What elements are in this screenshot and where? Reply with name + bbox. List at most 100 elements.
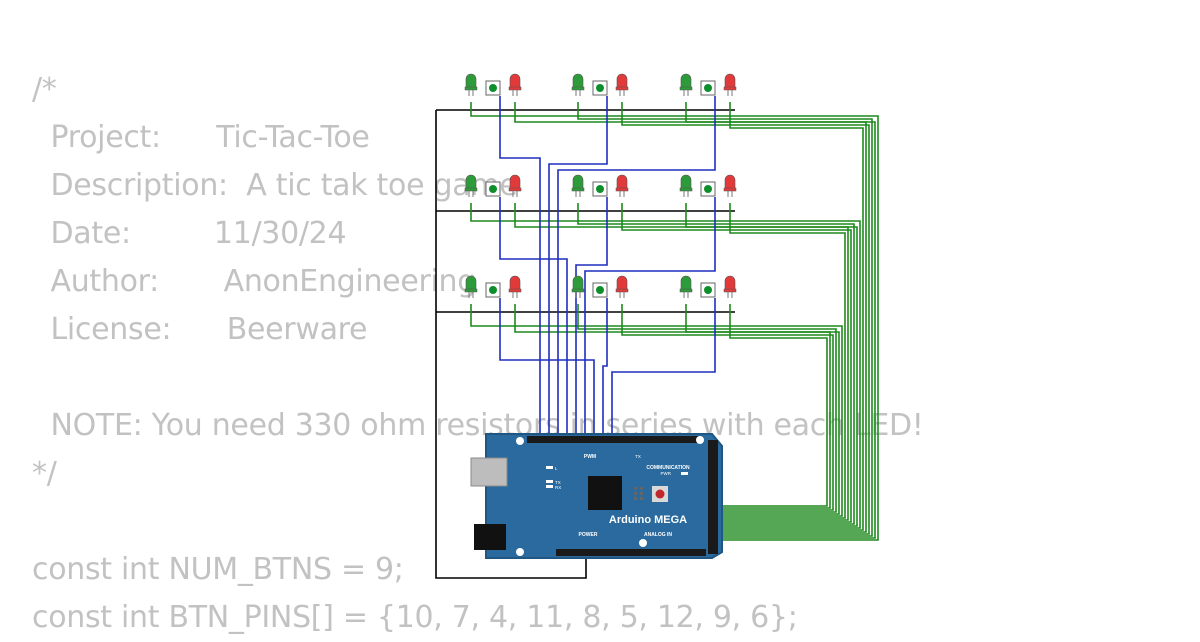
led-rim [679,187,693,192]
code-line: const int NUM_BTNS = 9; [32,552,404,587]
green-led[interactable] [679,73,693,96]
led-rim [723,288,737,293]
green-led[interactable] [571,275,585,298]
led-rim [679,288,693,293]
led-rim [464,288,478,293]
red-led[interactable] [615,174,629,197]
led-rim [615,187,629,192]
button-cap [489,286,497,294]
pushbutton[interactable] [592,181,608,197]
led-lens [616,275,628,291]
ground-bus [435,110,587,579]
green-led-wire [470,304,843,517]
red-led-wire [722,102,864,531]
usb-connector [470,457,508,487]
analog-in-label: ANALOG IN [644,532,672,538]
board-name: Arduino MEGA [609,514,687,526]
red-led-wire [514,102,876,539]
led-lens [724,73,736,89]
green-led-wire [685,304,831,509]
led-lens [572,73,584,89]
red-led[interactable] [723,174,737,197]
led-lens [465,174,477,190]
button-cap [704,84,712,92]
mcu-chip [588,476,622,510]
code-line: Date: 11/30/24 [32,216,347,251]
tx-label: TX [635,454,641,459]
led-lens [509,174,521,190]
led-rim [679,86,693,91]
led-lens [572,275,584,291]
led-rim [508,288,522,293]
power-label: POWER [579,532,598,538]
reset-button-cap [655,489,665,499]
led-rim [571,86,585,91]
rx-indicator-label: RX [555,485,561,490]
red-led[interactable] [723,73,737,96]
green-led-wire [577,203,855,525]
led-rim [508,86,522,91]
red-led[interactable] [508,275,522,298]
code-line: Description: A tic tak toe game [32,168,518,203]
power-jack [474,524,506,550]
button-cap [704,185,712,193]
led-lens [680,73,692,89]
mounting-holes [516,436,704,556]
green-led[interactable] [679,174,693,197]
button-cap [596,84,604,92]
green-led[interactable] [464,73,478,96]
pushbutton[interactable] [485,80,501,96]
red-led[interactable] [615,275,629,298]
pushbutton[interactable] [700,282,716,298]
red-led-wire [621,203,852,523]
led-lens [509,73,521,89]
led-rim [464,86,478,91]
led-rim [464,187,478,192]
arduino-mega-board[interactable]: Arduino MEGA PWM COMMUNICATION PWR TX L … [470,433,723,559]
button-cap [596,185,604,193]
green-led-wire [577,102,873,537]
pushbutton[interactable] [485,181,501,197]
green-led[interactable] [679,275,693,298]
green-led-wire [577,304,837,513]
led-indicators [546,466,688,488]
led-lens [572,174,584,190]
led-rim [615,86,629,91]
red-led[interactable] [508,174,522,197]
green-led[interactable] [464,275,478,298]
pwr-label: PWR [661,471,672,476]
green-led-wire [685,203,849,521]
pushbutton[interactable] [700,80,716,96]
red-led[interactable] [615,73,629,96]
green-led-wire [470,102,879,541]
green-led[interactable] [464,174,478,197]
code-line: License: Beerware [32,312,368,347]
led-lens [680,174,692,190]
communication-label: COMMUNICATION [646,465,690,471]
green-led-wire [470,203,861,529]
code-line: */ [32,456,57,491]
pushbutton[interactable] [592,282,608,298]
button-wire [548,96,608,437]
wires [435,96,879,579]
red-led[interactable] [723,275,737,298]
led-rim [615,288,629,293]
icsp-header [634,487,643,500]
button-cap [489,84,497,92]
button-wire [611,298,716,437]
pushbutton[interactable] [700,181,716,197]
button-wire [499,197,568,437]
pushbutton[interactable] [592,80,608,96]
led-lens [616,174,628,190]
green-led[interactable] [571,174,585,197]
power-header [556,549,604,556]
green-led[interactable] [571,73,585,96]
pushbutton[interactable] [485,282,501,298]
button-cap [489,185,497,193]
red-led[interactable] [508,73,522,96]
top-header [527,436,699,443]
green-led-wire [685,102,867,533]
code-line: /* [32,72,57,107]
led-lens [509,275,521,291]
